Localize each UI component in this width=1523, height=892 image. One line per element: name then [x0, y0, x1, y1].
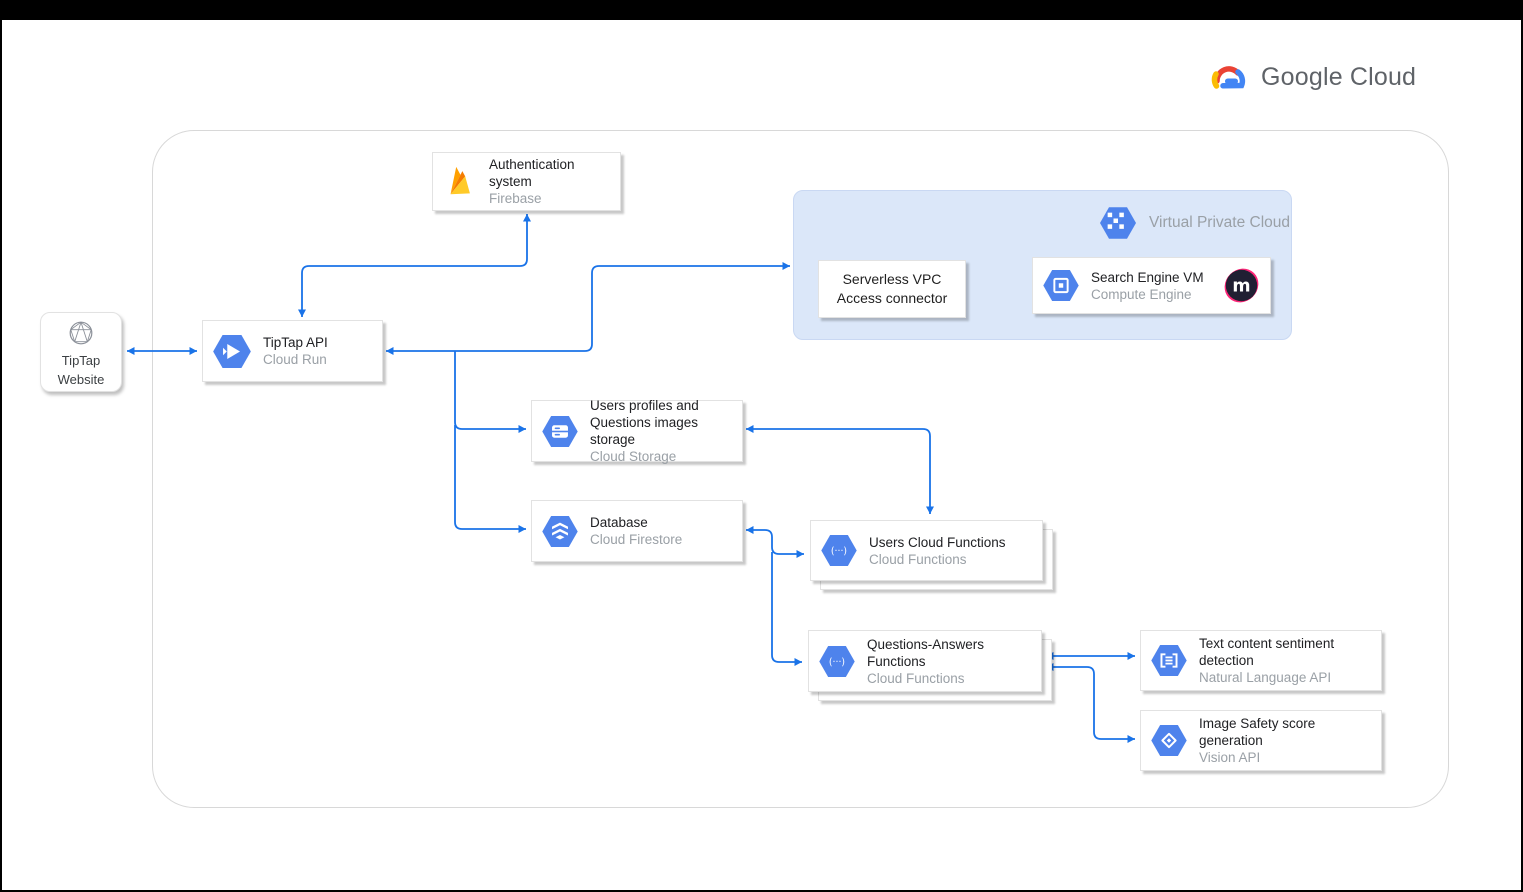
- edge-api-database: [454, 425, 526, 533]
- globe-icon: [69, 321, 93, 345]
- vision-api-icon: [1151, 725, 1187, 756]
- search-vm-subtitle: Compute Engine: [1091, 286, 1192, 302]
- svg-text:(···): (···): [831, 546, 847, 557]
- firebase-icon: [450, 166, 470, 194]
- meilisearch-letter: m: [1232, 277, 1250, 297]
- natural-language-icon: [1151, 645, 1187, 676]
- storage-title-line1: Users profiles and: [590, 398, 699, 413]
- node-vision: Image Safety score generation Vision API: [1140, 710, 1382, 771]
- compute-engine-icon: [1043, 270, 1079, 301]
- cloud-run-icon: [213, 334, 251, 368]
- users-functions-subtitle: Cloud Functions: [869, 551, 967, 567]
- edge-database-qafn: [771, 552, 802, 666]
- vpc-label: Virtual Private Cloud: [1100, 207, 1290, 239]
- logo-cloud-text: Cloud: [1349, 62, 1417, 91]
- node-qa-functions: (···) Questions-Answers Functions Cloud …: [808, 630, 1042, 692]
- nlp-subtitle: Natural Language API: [1199, 670, 1332, 685]
- node-storage: Users profiles and Questions images stor…: [531, 398, 743, 464]
- edge-database-usersfn: [746, 526, 804, 558]
- node-auth-firebase: Authentication system Firebase: [432, 152, 621, 211]
- nlp-title: Text content sentiment detection: [1199, 636, 1335, 668]
- node-users-functions: (···) Users Cloud Functions Cloud Functi…: [810, 520, 1043, 581]
- database-title: Database: [590, 515, 648, 530]
- serverless-line1: Serverless VPC: [842, 271, 942, 287]
- storage-subtitle: Cloud Storage: [590, 449, 677, 464]
- node-tiptap-api: TipTap API Cloud Run: [202, 320, 383, 382]
- cloud-functions-icon: (···): [821, 535, 857, 566]
- website-label-line2: Website: [57, 372, 105, 387]
- meilisearch-logo: m: [1224, 268, 1259, 303]
- edge-storage-usersfn: [746, 425, 934, 514]
- edge-api-vpc: [386, 262, 790, 355]
- vision-title: Image Safety score generation: [1199, 716, 1316, 748]
- edge-qafn-vision: [1046, 663, 1135, 743]
- node-search-engine-vm: Search Engine VM Compute Engine m: [1032, 257, 1271, 314]
- users-functions-title: Users Cloud Functions: [869, 534, 1006, 550]
- edge-api-storage: [454, 351, 526, 433]
- node-tiptap-website: TipTap Website: [40, 312, 122, 392]
- search-vm-title: Search Engine VM: [1091, 269, 1204, 285]
- node-serverless-connector: Serverless VPC Access connector: [818, 260, 966, 318]
- storage-title-line2: Questions images storage: [590, 415, 699, 447]
- qa-functions-title: Questions-Answers Functions: [867, 636, 985, 669]
- logo-google-text: Google: [1261, 62, 1343, 91]
- vpc-icon: [1100, 207, 1136, 239]
- cloud-storage-icon: [542, 415, 578, 447]
- database-subtitle: Cloud Firestore: [590, 532, 683, 547]
- api-title: TipTap API: [263, 335, 328, 350]
- firestore-icon: [542, 515, 578, 547]
- node-database: Database Cloud Firestore: [531, 500, 743, 562]
- edge-api-auth: [298, 214, 531, 317]
- auth-subtitle: Firebase: [489, 191, 542, 206]
- google-cloud-logo: Google Cloud: [1208, 60, 1416, 94]
- vision-subtitle: Vision API: [1199, 750, 1261, 765]
- auth-title: Authentication system: [489, 157, 575, 189]
- vpc-label-text: Virtual Private Cloud: [1149, 214, 1291, 231]
- google-cloud-icon: [1211, 66, 1246, 89]
- node-nlp: Text content sentiment detection Natural…: [1140, 630, 1382, 691]
- website-label-line1: TipTap: [61, 353, 101, 368]
- qa-functions-subtitle: Cloud Functions: [867, 670, 965, 686]
- api-subtitle: Cloud Run: [263, 352, 327, 367]
- serverless-line2: Access connector: [836, 290, 948, 306]
- google-cloud-wordmark: Google Cloud: [1261, 63, 1416, 92]
- svg-text:(···): (···): [829, 657, 845, 668]
- cloud-functions-icon: (···): [819, 645, 855, 677]
